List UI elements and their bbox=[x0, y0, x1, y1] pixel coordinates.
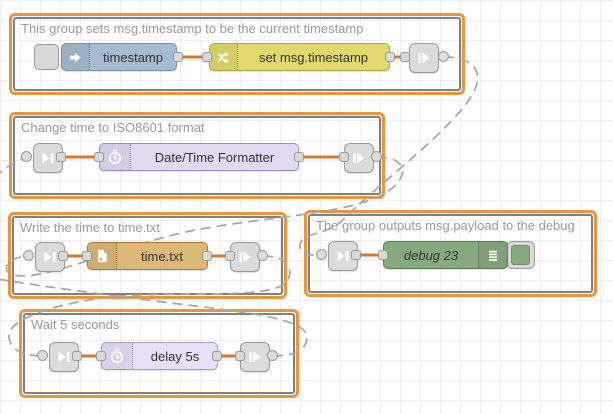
output-port[interactable] bbox=[173, 52, 183, 62]
link-in-icon bbox=[44, 251, 56, 263]
output-port[interactable] bbox=[202, 251, 212, 261]
link-input-port[interactable] bbox=[23, 250, 34, 261]
link-wire-file-to-delay[interactable] bbox=[8, 255, 291, 357]
node-label: time.txt bbox=[141, 248, 183, 264]
link-in-icon bbox=[337, 250, 349, 262]
input-port[interactable] bbox=[400, 52, 410, 62]
output-port[interactable] bbox=[294, 152, 304, 162]
inject-node[interactable]: timestamp bbox=[61, 43, 177, 71]
link-in-icon bbox=[42, 152, 54, 164]
output-port[interactable] bbox=[212, 351, 222, 361]
link-in-node-2[interactable] bbox=[33, 143, 63, 173]
node-label: timestamp bbox=[103, 49, 163, 65]
datetime-formatter-node[interactable]: Date/Time Formatter bbox=[99, 143, 299, 171]
file-node[interactable]: time.txt bbox=[87, 242, 208, 270]
link-output-port[interactable] bbox=[438, 51, 449, 62]
link-out-icon bbox=[418, 52, 430, 64]
timer-icon bbox=[102, 343, 133, 369]
link-out-node-1[interactable] bbox=[409, 43, 439, 73]
debug-toggle-indicator bbox=[511, 245, 530, 265]
input-port[interactable] bbox=[235, 351, 245, 361]
link-output-port[interactable] bbox=[257, 250, 268, 261]
output-port[interactable] bbox=[385, 52, 395, 62]
debug-toggle-button[interactable] bbox=[506, 241, 535, 269]
link-input-port[interactable] bbox=[37, 350, 48, 361]
input-port[interactable] bbox=[378, 250, 388, 260]
shuffle-icon bbox=[210, 44, 238, 70]
group-label: Wait 5 seconds bbox=[31, 317, 120, 332]
group-label: Change time to ISO8601 format bbox=[21, 120, 205, 135]
input-port[interactable] bbox=[94, 152, 104, 162]
link-out-node-3[interactable] bbox=[230, 242, 260, 272]
link-out-icon bbox=[239, 251, 251, 263]
file-icon bbox=[88, 243, 117, 269]
output-port[interactable] bbox=[56, 152, 66, 162]
node-label: debug 23 bbox=[403, 247, 459, 263]
node-label: Date/Time Formatter bbox=[154, 149, 275, 165]
input-port[interactable] bbox=[225, 251, 235, 261]
link-out-node-2[interactable] bbox=[344, 143, 374, 173]
input-port[interactable] bbox=[339, 152, 349, 162]
output-port[interactable] bbox=[58, 251, 68, 261]
inject-trigger-button[interactable] bbox=[34, 44, 59, 70]
link-out-icon bbox=[249, 351, 261, 363]
link-input-port[interactable] bbox=[316, 249, 327, 260]
change-node[interactable]: set msg.timestamp bbox=[209, 43, 390, 71]
link-wire-delay-to-formatter[interactable] bbox=[0, 156, 308, 357]
link-output-port[interactable] bbox=[267, 350, 278, 361]
group-label: The group outputs msg.payload to the deb… bbox=[316, 218, 575, 233]
link-output-port[interactable] bbox=[371, 151, 382, 162]
node-label: set msg.timestamp bbox=[258, 49, 369, 65]
debug-list-icon bbox=[478, 242, 507, 268]
output-port[interactable] bbox=[72, 351, 82, 361]
debug-node[interactable]: debug 23 bbox=[383, 241, 508, 269]
link-input-port[interactable] bbox=[21, 151, 32, 162]
link-out-node-5[interactable] bbox=[240, 342, 270, 372]
input-port[interactable] bbox=[82, 251, 92, 261]
output-port[interactable] bbox=[351, 250, 361, 260]
input-port[interactable] bbox=[96, 351, 106, 361]
inject-arrow-icon bbox=[62, 44, 90, 70]
group-label: This group sets msg.timestamp to be the … bbox=[21, 21, 364, 36]
link-wire-formatter-to-file[interactable] bbox=[5, 156, 404, 277]
delay-node[interactable]: delay 5s bbox=[101, 342, 218, 370]
link-out-icon bbox=[353, 152, 365, 164]
link-in-icon bbox=[58, 351, 70, 363]
node-label: delay 5s bbox=[150, 348, 200, 364]
clock-icon bbox=[100, 144, 131, 170]
group-label: Write the time to time.txt bbox=[20, 220, 160, 235]
input-port[interactable] bbox=[202, 52, 212, 62]
